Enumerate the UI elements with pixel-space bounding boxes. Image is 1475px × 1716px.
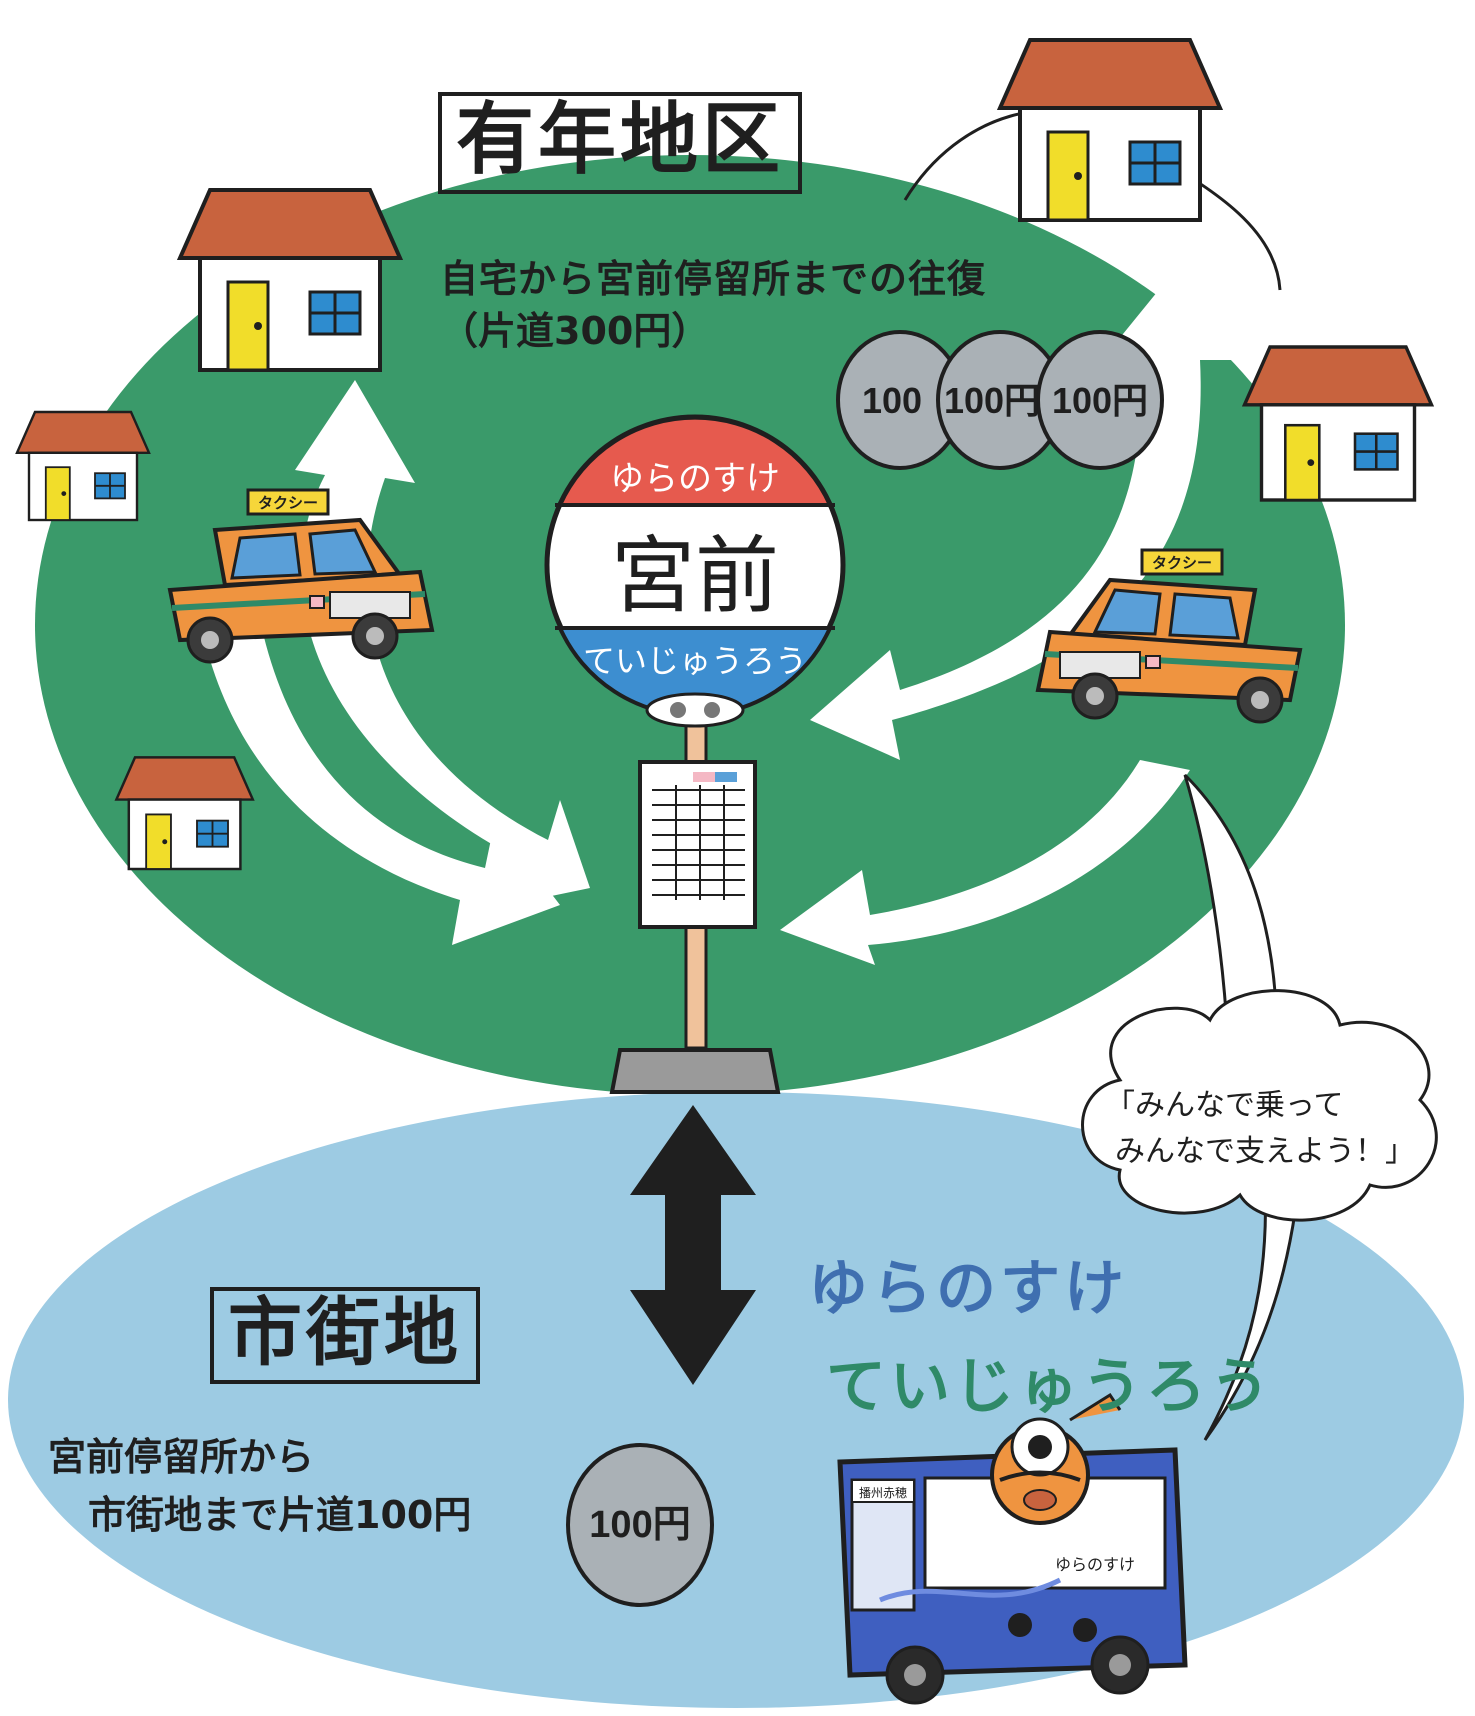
house-icon — [15, 410, 151, 522]
bus-destination-sign: 播州赤穂 — [859, 1486, 907, 1500]
taxi-roof-sign: タクシー — [1152, 554, 1212, 572]
right-down-arrow — [780, 760, 1190, 965]
bus-side-text: ゆらのすけ — [1055, 1555, 1135, 1574]
bus-stop-bottom-text: ていじゅうろう — [583, 642, 807, 680]
bus-icon: 播州赤穂 ゆらのすけ — [837, 1392, 1188, 1705]
upper-area-title: 有年地区 — [438, 92, 803, 194]
service-name-line1: ゆらのすけ — [808, 1254, 1128, 1324]
house-icon — [1242, 345, 1434, 502]
two-way-arrow — [630, 1105, 756, 1385]
taxi-icon: タクシー — [170, 490, 432, 662]
lower-area-description-line2: 市街地まで片道100円 — [88, 1493, 472, 1537]
coin-group: 100 100円 100円 — [836, 330, 1164, 470]
lower-area-description-line1: 宮前停留所から — [48, 1435, 315, 1479]
coin-icon — [566, 1443, 714, 1607]
bus-stop-base — [609, 1048, 781, 1094]
house-icon — [115, 756, 255, 871]
service-name-line2: ていじゅうろう — [826, 1352, 1274, 1422]
speech-bubble — [1081, 989, 1438, 1222]
house-icon — [178, 188, 402, 372]
coin-label: 100 — [862, 380, 922, 421]
right-up-arrow — [810, 270, 1240, 760]
upper-area-description: 自宅から宮前停留所までの往復 — [440, 257, 987, 301]
speech-bubble-line1: 「みんなで乗って — [1105, 1088, 1344, 1123]
coin-label: 100円 — [944, 380, 1040, 421]
bus-stop-top-text: ゆらのすけ — [610, 459, 780, 499]
upper-area-fare-note: （片道300円） — [440, 309, 710, 353]
left-down-arrow — [200, 620, 560, 945]
lower-area-title: 市街地 — [210, 1287, 480, 1385]
house-icon — [998, 38, 1222, 222]
timetable-board — [638, 760, 757, 929]
taxi-roof-sign: タクシー — [258, 494, 318, 512]
coin-icon — [1036, 330, 1164, 470]
coin-label: 100円 — [1052, 380, 1148, 421]
lower-coin-label: 100円 — [589, 1504, 690, 1546]
speech-bubble-line2: みんなで支えよう！」 — [1115, 1134, 1415, 1169]
bus-stop-name: 宮前 — [611, 527, 779, 625]
left-up-arrow — [295, 380, 590, 905]
